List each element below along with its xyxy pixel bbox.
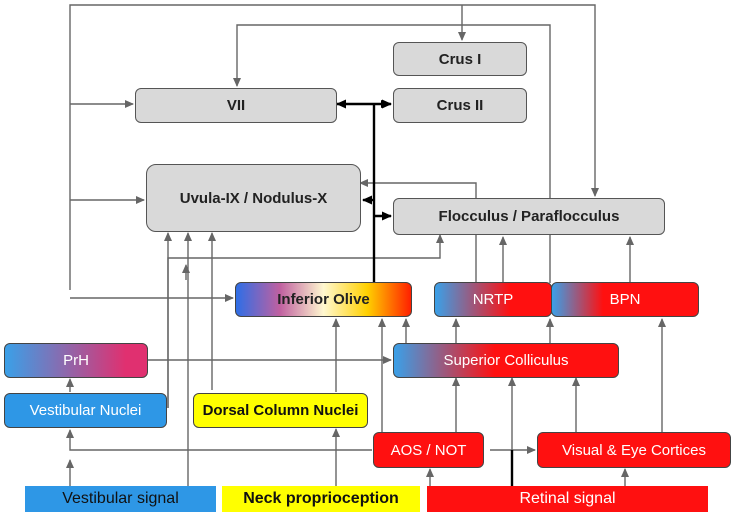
node-nrtp: NRTP [434,282,552,317]
node-visual-eye-cortices: Visual & Eye Cortices [537,432,731,468]
input-vestibular-signal: Vestibular signal [25,486,216,512]
node-dorsal-column-nuclei: Dorsal Column Nuclei [193,393,368,428]
connector-colliculus-to-vii [233,24,551,283]
node-inferior-olive: Inferior Olive [235,282,412,317]
node-uvula: Uvula-IX / Nodulus-X [146,164,361,232]
node-aos-not: AOS / NOT [373,432,484,468]
connector-aos-to-vn [66,429,372,451]
crus2-arrowhead [381,100,391,108]
node-crus2: Crus II [393,88,527,123]
node-crus1: Crus I [393,42,527,76]
node-superior-colliculus: Superior Colliculus [393,343,619,378]
node-vestibular-nuclei: Vestibular Nuclei [4,393,167,428]
node-vii: VII [135,88,337,123]
connector-floc-to-uvula [359,179,477,283]
node-prh: PrH [4,343,148,378]
connector-vn-to-flocculus [167,234,444,408]
input-retinal-signal: Retinal signal [427,486,708,512]
node-flocculus: Flocculus / Paraflocculus [393,198,665,235]
node-bpn: BPN [551,282,699,317]
connector-top-loop [69,4,599,290]
input-neck-proprioception: Neck proprioception [222,486,420,512]
